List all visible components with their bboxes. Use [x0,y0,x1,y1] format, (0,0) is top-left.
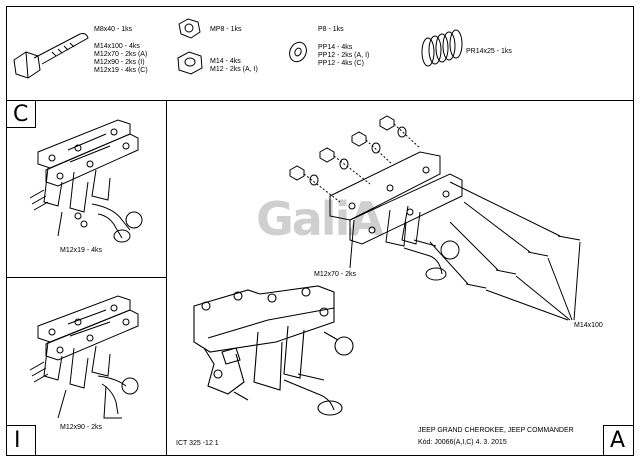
bolt-line: M12x70 - 2ks (A) [94,51,148,58]
panel-c-letter-box [6,100,36,128]
washer-line: PP12 - 4ks (C) [318,60,364,67]
footer-code: ICT 325 -12 1 [176,440,219,447]
panel-a-letter-box [603,425,634,456]
nut-line: M14 - 4ks [210,58,241,65]
panel-a-callout-left: M12x70 - 2ks [314,271,357,278]
nut-list: M14 - 4ks M12 - 2ks (A, I) [210,58,258,74]
washer-list: PP14 - 4ks PP12 - 2ks (A, I) PP12 - 4ks … [318,44,369,68]
bolt-title: M8x40 - 1ks [94,26,133,33]
nut-line: M12 - 2ks (A, I) [210,66,258,73]
panel-c-letter: C [13,102,29,127]
bolt-list: M14x100 - 4ks M12x70 - 2ks (A) M12x90 - … [94,43,148,75]
footer-kod: Kód: J0066(A,I,C) 4. 3. 2015 [418,439,507,446]
panel-i-hitch-drawing [29,295,139,419]
nut-title: MP8 - 1ks [210,26,242,33]
bolt-line: M14x100 - 4ks [94,43,140,50]
washer-line: PP14 - 4ks [318,44,353,51]
panel-a-letter: A [610,428,626,453]
panel-i-letter-box [6,425,36,456]
panel-a-exploded-drawing [289,115,581,321]
panel-i-callout: M12x90 - 2ks [60,424,103,431]
panel-divider [6,277,167,278]
panel-c-callout: M12x19 - 4ks [60,247,103,254]
spring-title: PR14x25 - 1ks [466,48,512,55]
panel-a-assembly-drawing [193,285,354,416]
panel-a-callout-right: M14x100 [574,322,603,329]
bolt-line: M12x90 - 2ks (I) [94,59,145,66]
footer-model: JEEP GRAND CHEROKEE, JEEP COMMANDER [418,427,574,434]
panel-a-watermark: GaliA [256,192,384,246]
nut-icon [177,18,203,75]
bolt-line: M12x19 - 4ks (C) [94,67,148,74]
left-column [6,100,167,456]
washer-icon [289,41,307,63]
bolt-icon [13,33,89,79]
spring-icon [421,29,463,67]
panel-c-hitch-drawing [29,119,143,243]
panel-i-letter: I [14,428,21,453]
washer-line: PP12 - 2ks (A, I) [318,52,370,59]
washer-title: P8 - 1ks [318,26,344,33]
